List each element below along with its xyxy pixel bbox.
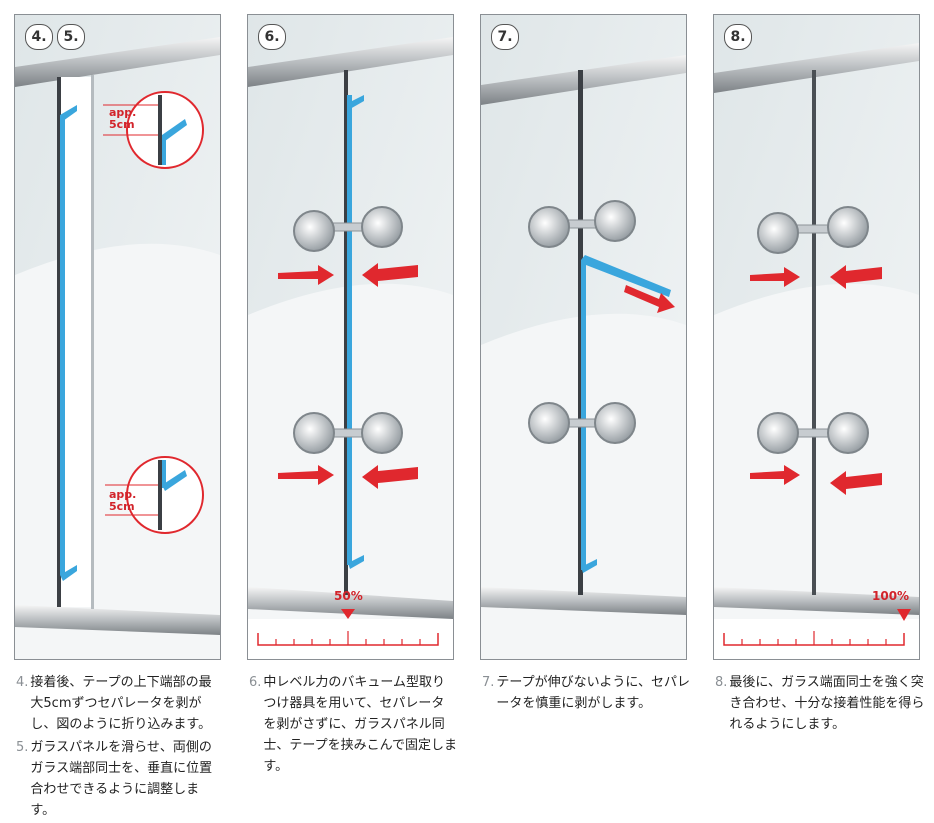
step-number-badge: 5. (57, 24, 85, 50)
step-number-badge: 4. (25, 24, 53, 50)
step-caption-item: 6. 中レベル力のバキューム型取りつけ器具を用いて、セパレータを剥がさずに、ガラ… (249, 672, 457, 777)
step-7-panel: 7. (480, 14, 687, 660)
level-marker (341, 609, 355, 619)
step-caption-text: ガラスパネルを滑らせ、両側のガラス端部同士を、垂直に位置合わせできるように調整し… (30, 740, 213, 818)
step-caption-item: 5. ガラスパネルを滑らせ、両側のガラス端部同士を、垂直に位置合わせできるように… (16, 737, 221, 821)
step-caption-text: 接着後、テープの上下端部の最大5cmずつセパレータを剥がし、図のように折り込みま… (30, 675, 212, 732)
step-number-badge: 7. (491, 24, 519, 50)
step-6-caption: 6. 中レベル力のバキューム型取りつけ器具を用いて、セパレータを剥がさずに、ガラ… (249, 672, 457, 779)
step-caption-number: 4. (16, 675, 29, 690)
push-arrow (278, 263, 418, 489)
suction-cup (528, 402, 636, 444)
level-percent-label: 100% (872, 589, 910, 603)
suction-cup (757, 412, 869, 454)
step-8-caption: 8. 最後に、ガラス端面同士を強く突き合わせ、十分な接着性能を得られるようにしま… (715, 672, 925, 737)
suction-cup (757, 206, 869, 254)
level-marker (897, 609, 911, 621)
step-4-5-panel: 4. 5. app. 5cm app. 5cm (14, 14, 221, 660)
step-4-5-illustration (15, 15, 220, 659)
gap-measurement-label: app. 5cm (109, 488, 137, 513)
push-arrow (750, 265, 882, 495)
suction-cup (293, 412, 403, 454)
step-7-illustration (481, 15, 686, 659)
level-percent-label: 50% (334, 589, 363, 603)
suction-cup (528, 200, 636, 248)
step-caption-text: 最後に、ガラス端面同士を強く突き合わせ、十分な接着性能を得られるようにします。 (729, 675, 925, 732)
step-caption-item: 7. テープが伸びないように、セパレータを慎重に剥がします。 (482, 672, 690, 714)
step-caption-text: テープが伸びないように、セパレータを慎重に剥がします。 (496, 675, 690, 711)
step-6-panel: 6. 50% (247, 14, 454, 660)
step-caption-item: 8. 最後に、ガラス端面同士を強く突き合わせ、十分な接着性能を得られるようにしま… (715, 672, 925, 735)
gap-measurement-label: app. 5cm (109, 106, 137, 131)
step-caption-text: 中レベル力のバキューム型取りつけ器具を用いて、セパレータを剥がさずに、ガラスパネ… (263, 675, 457, 774)
step-4-5-caption: 4. 接着後、テープの上下端部の最大5cmずつセパレータを剥がし、図のように折り… (16, 672, 221, 823)
step-caption-number: 6. (249, 675, 262, 690)
step-number-badge: 6. (258, 24, 286, 50)
step-number-badge: 8. (724, 24, 752, 50)
step-caption-number: 5. (16, 740, 29, 755)
step-8-illustration (714, 15, 919, 659)
step-caption-number: 7. (482, 675, 495, 690)
step-8-panel: 8. 100% (713, 14, 920, 660)
step-6-illustration (248, 15, 453, 659)
suction-cup (293, 206, 403, 252)
step-caption-number: 8. (715, 675, 728, 690)
step-7-caption: 7. テープが伸びないように、セパレータを慎重に剥がします。 (482, 672, 690, 716)
step-caption-item: 4. 接着後、テープの上下端部の最大5cmずつセパレータを剥がし、図のように折り… (16, 672, 221, 735)
peel-arrow (624, 285, 675, 313)
